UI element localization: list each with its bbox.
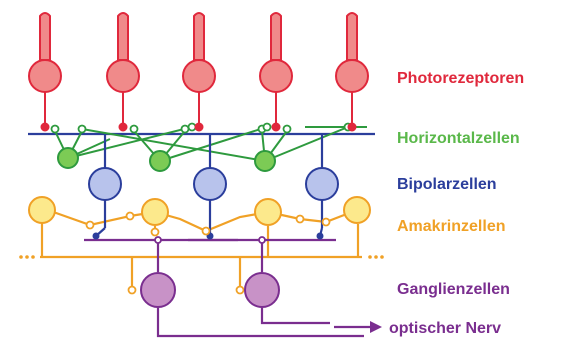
horizontal-group	[57, 147, 276, 172]
ganglion-axons	[156, 308, 364, 338]
bipolar-cell	[305, 167, 339, 201]
amacrine-dotted-extension	[19, 255, 384, 259]
label-amacrine: Amakrinzellen	[397, 218, 505, 235]
label-optic-nerve: optischer Nerv	[389, 320, 501, 337]
ganglion-group	[140, 272, 280, 308]
amacrine-cell	[343, 196, 371, 224]
bipolar-cell	[88, 167, 122, 201]
photoreceptor-group	[28, 12, 369, 132]
amacrine-group	[28, 196, 371, 226]
bipolar-group	[88, 134, 339, 240]
bipolar-synapse	[316, 232, 324, 240]
amacrine-cell	[141, 198, 169, 226]
amacrine-cell	[28, 196, 56, 224]
photoreceptor	[259, 12, 293, 132]
photoreceptor	[182, 12, 216, 132]
ganglion-cell	[140, 272, 176, 308]
ganglion-cell	[244, 272, 280, 308]
label-ganglion: Ganglienzellen	[397, 281, 510, 298]
amacrine-layer	[40, 206, 362, 290]
label-bipolar: Bipolarzellen	[397, 176, 497, 193]
optic-nerve-arrow	[334, 321, 382, 333]
photoreceptor	[28, 12, 62, 132]
ganglion-synapses	[154, 236, 266, 244]
bipolar-cell	[193, 167, 227, 201]
label-horizontal: Horizontalzellen	[397, 130, 520, 147]
amacrine-synapses	[85, 211, 331, 295]
horizontal-cell	[254, 150, 276, 172]
amacrine-cell	[254, 198, 282, 226]
bipolar-synapse	[92, 232, 100, 240]
label-photoreceptors: Photorezeptoren	[397, 70, 524, 87]
horizontal-cell	[149, 150, 171, 172]
horizontal-cell	[57, 147, 79, 169]
photoreceptor	[106, 12, 140, 132]
photoreceptor	[335, 12, 369, 132]
